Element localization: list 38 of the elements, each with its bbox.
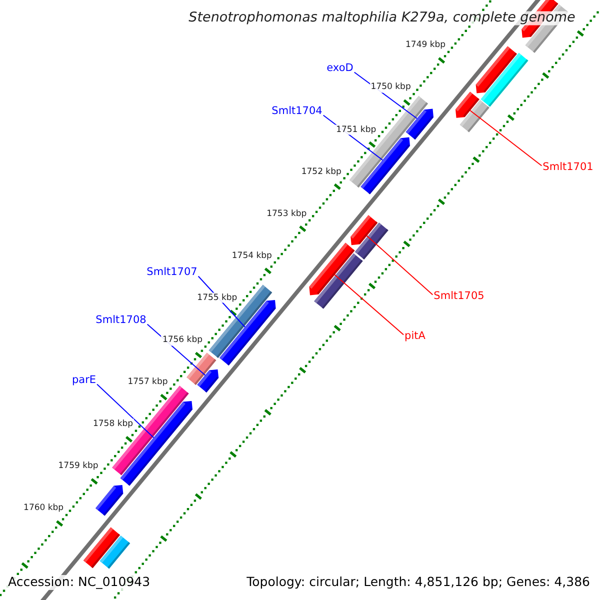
tick-label: 1759 kbp: [57, 461, 100, 472]
gene-block: [100, 536, 130, 569]
gene-label: pitA: [404, 330, 426, 342]
tick-label: 1755 kbp: [196, 292, 238, 304]
gene-label: Smlt1705: [434, 290, 484, 302]
tick-label: 1756 kbp: [161, 334, 204, 346]
tick-label: 1754 kbp: [230, 250, 273, 262]
gene-label: Smlt1704: [272, 106, 322, 116]
gene-label: Smlt1701: [542, 162, 594, 172]
tick-label: 1750 kbp: [370, 82, 412, 93]
gene-block: [197, 369, 219, 392]
footer-text: Accession: NC_010943: [6, 575, 152, 590]
tick-label: 1760 kbp: [22, 503, 65, 514]
gene-block: [96, 485, 124, 516]
tick-label: 1749 kbp: [404, 40, 447, 51]
gene-block: [220, 300, 276, 366]
footer-text: Topology: circular; Length: 4,851,126 bp; Genes: 4,386: [244, 575, 592, 590]
leader-line: [470, 110, 542, 166]
gene-label: parE: [72, 374, 96, 386]
tick-label: 1758 kbp: [92, 418, 134, 430]
gene-block: [314, 253, 363, 309]
gene-block: [120, 401, 192, 486]
gene-label: exoD: [326, 62, 354, 74]
gene-block: [480, 52, 528, 107]
tick-label: 1753 kbp: [266, 208, 308, 219]
gene-block: [360, 137, 410, 194]
gene-block: [460, 100, 490, 132]
gene-block: [406, 108, 434, 140]
gene-label: Smlt1707: [146, 266, 198, 278]
title: Stenotrophomonas maltophilia K279a, complete genome: [188, 11, 576, 25]
leader-line: [96, 384, 154, 438]
tick-label: 1751 kbp: [335, 124, 378, 135]
leader-line: [334, 274, 404, 336]
gene-block: [354, 222, 388, 260]
leader-line: [366, 235, 434, 296]
tick-label: 1757 kbp: [126, 376, 169, 388]
tick-label: 1752 kbp: [300, 166, 342, 177]
gene-label: Smlt1708: [96, 314, 146, 326]
